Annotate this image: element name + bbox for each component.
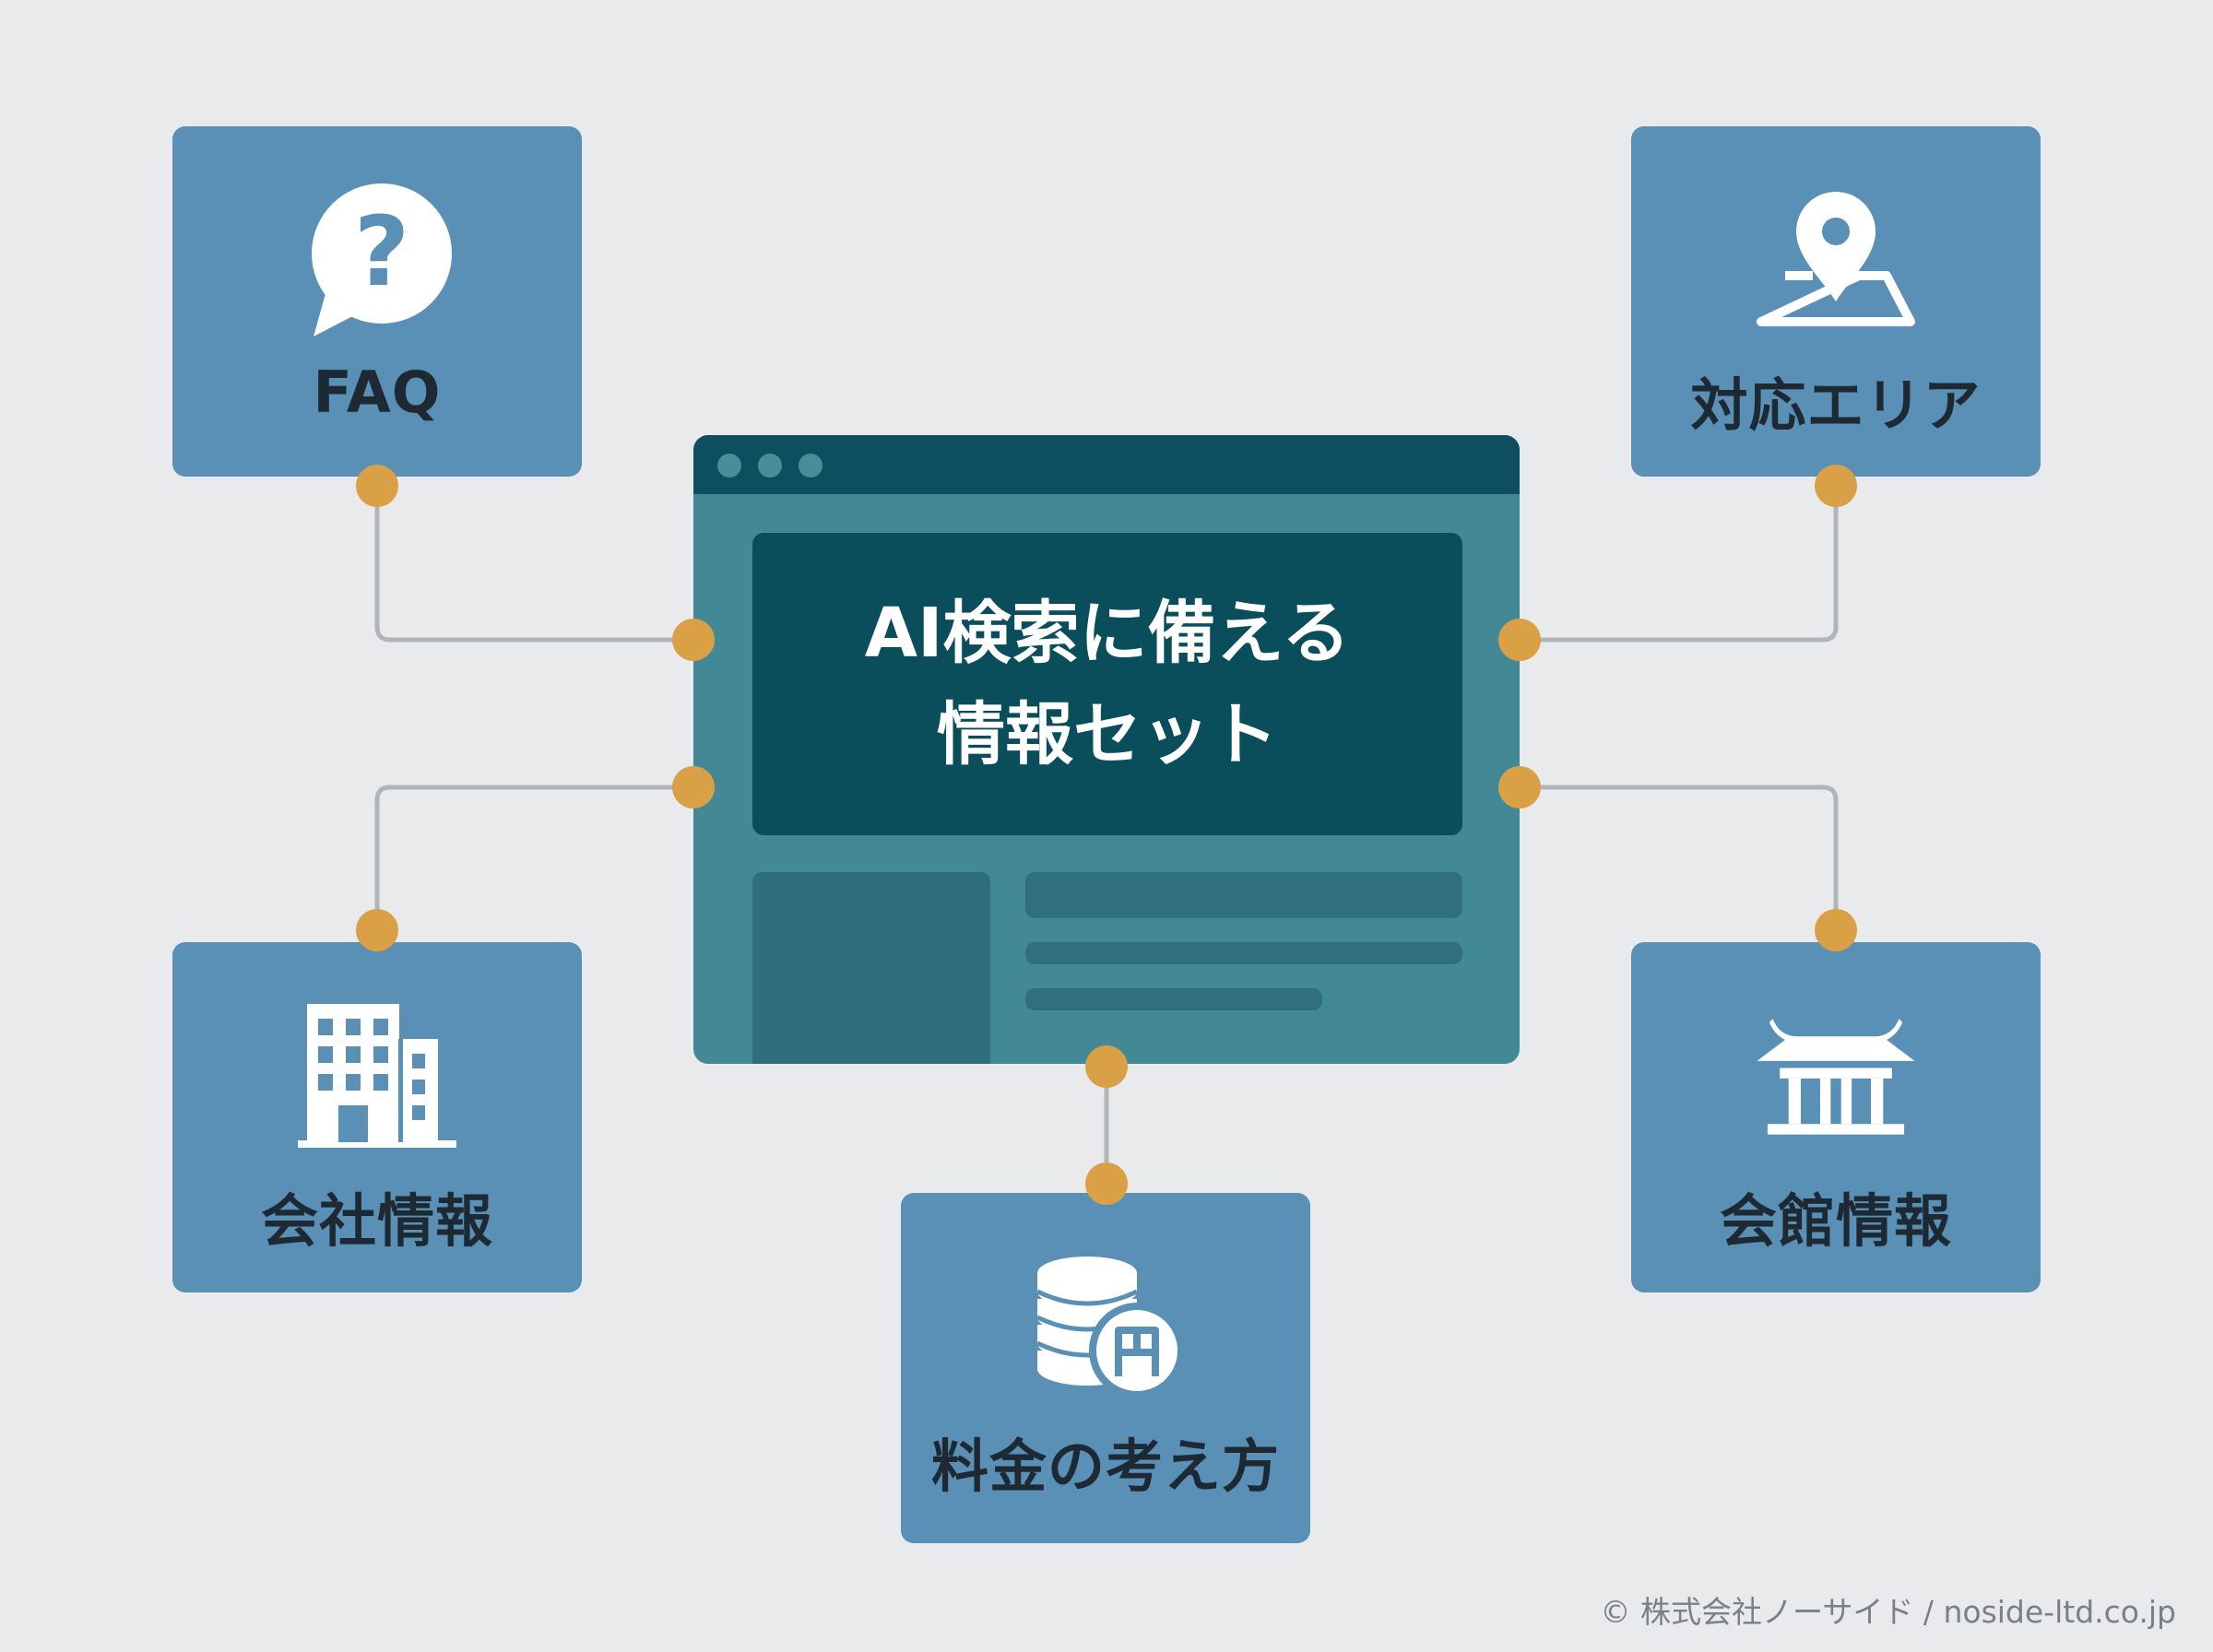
card-label: FAQ	[313, 359, 442, 426]
hero-title-line2: 情報セット	[937, 695, 1278, 774]
question-bubble-icon: ?	[290, 182, 465, 338]
card-hall[interactable]: 会館情報	[1631, 942, 2041, 1292]
window-dot	[758, 454, 782, 478]
node-faq	[356, 465, 398, 507]
node-area	[1815, 465, 1857, 507]
card-area[interactable]: 対応エリア	[1631, 126, 2041, 477]
content-bar	[1025, 988, 1322, 1010]
node-center-left-bottom	[672, 766, 715, 808]
coins-yen-icon	[1018, 1246, 1193, 1403]
card-label: 会館情報	[1719, 1187, 1952, 1255]
hero-title-panel: AI検索に備える 情報セット	[752, 533, 1462, 835]
browser-window: AI検索に備える 情報セット	[693, 435, 1520, 1064]
node-pricing	[1085, 1162, 1128, 1205]
connector-company	[374, 785, 693, 930]
node-center-right-top	[1498, 619, 1541, 661]
building-icon	[290, 997, 465, 1154]
card-label: 対応エリア	[1690, 372, 1982, 439]
browser-titlebar	[693, 435, 1520, 494]
map-pin-icon	[1748, 182, 1923, 338]
card-label: 料金の考え方	[930, 1433, 1280, 1500]
copyright-text: © 株式会社ノーサイド / noside-ltd.co.jp	[1600, 1594, 2176, 1630]
card-company[interactable]: 会社情報	[172, 942, 582, 1292]
node-center-left-top	[672, 619, 715, 661]
content-bar	[1025, 872, 1462, 918]
connector-faq	[374, 486, 693, 643]
window-dot	[799, 454, 822, 478]
connector-area	[1520, 486, 1839, 643]
window-dot	[717, 454, 741, 478]
content-thumbnail	[752, 872, 990, 1064]
card-faq[interactable]: ? FAQ	[172, 126, 582, 477]
node-center-bottom	[1085, 1045, 1128, 1088]
connector-hall	[1520, 785, 1839, 930]
node-hall	[1815, 909, 1857, 951]
hero-title-line1: AI検索に備える	[864, 594, 1351, 673]
card-label: 会社情報	[260, 1187, 493, 1255]
content-bar	[1025, 942, 1462, 964]
card-pricing[interactable]: 料金の考え方	[901, 1193, 1310, 1543]
temple-hall-icon	[1748, 997, 1923, 1154]
node-center-right-bottom	[1498, 766, 1541, 808]
node-company	[356, 909, 398, 951]
svg-text:?: ?	[354, 195, 409, 308]
